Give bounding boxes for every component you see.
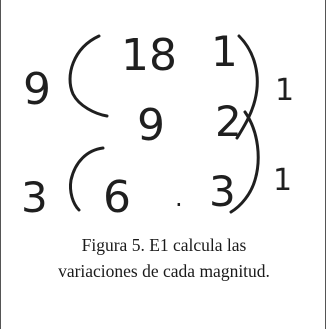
handwritten-work-image: 9 18 9 6 . 1 2 3 3 1 1 — [3, 0, 325, 228]
handwriting-drawing: 9 18 9 6 . 1 2 3 3 1 1 — [21, 27, 294, 223]
lower-right-brace-stroke — [229, 110, 260, 214]
handwritten-left-value: 9 — [23, 64, 51, 115]
handwritten-lower-variation: 1 — [273, 163, 292, 198]
handwritten-col1-row3: 6 — [103, 172, 131, 223]
handwritten-upper-variation: 1 — [275, 73, 294, 108]
figure-caption-line-1: Figura 5. E1 calcula las — [81, 235, 247, 255]
handwritten-dot: . — [175, 184, 183, 212]
handwritten-left-lower-value: 3 — [21, 173, 48, 222]
handwritten-col1-row1: 18 — [121, 30, 177, 81]
upper-left-brace-stroke — [68, 34, 109, 118]
handwritten-col2-row3: 3 — [209, 167, 236, 216]
handwritten-col2-row1: 1 — [211, 27, 238, 76]
figure-caption-line-2: variaciones de cada magnitud. — [58, 261, 270, 281]
upper-right-brace-stroke — [235, 34, 259, 140]
handwritten-col1-row2: 9 — [137, 100, 165, 151]
figure-caption: Figura 5. E1 calcula las variaciones de … — [1, 232, 326, 284]
lower-left-brace-stroke — [69, 146, 105, 212]
